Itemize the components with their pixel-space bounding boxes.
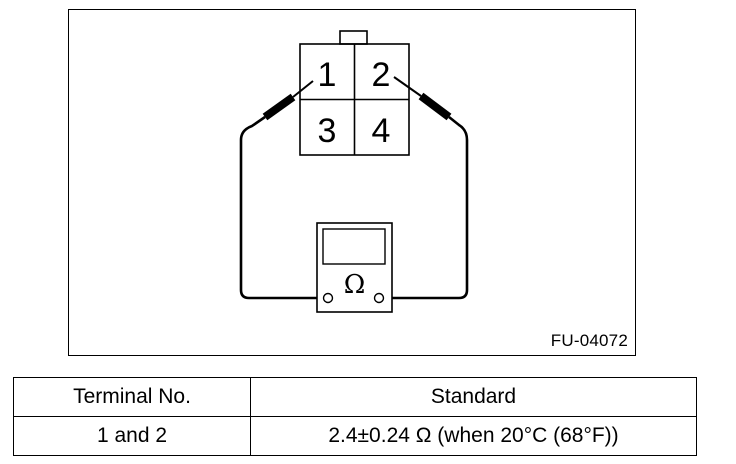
left-probe-tip (292, 80, 314, 98)
figure-code: FU-04072 (550, 331, 628, 350)
ohmmeter-display (322, 228, 386, 265)
left-probe-body (262, 93, 296, 121)
ohmmeter-connector-diagram: 1 2 3 4 Ω (239, 30, 469, 313)
resistance-spec-table: Terminal No. Standard 1 and 2 2.4±0.24 Ω… (13, 377, 697, 456)
ohmmeter: Ω (316, 222, 393, 313)
ohmmeter-left-jack (322, 292, 334, 304)
standard-header: Standard (250, 377, 697, 417)
terminal-3-label: 3 (318, 112, 337, 150)
terminal-2-label: 2 (372, 56, 391, 94)
diagram-frame: 1 2 3 4 Ω FU-04072 (68, 9, 636, 356)
terminal-4-label: 4 (372, 112, 391, 150)
table-header-row: Terminal No. Standard (13, 377, 697, 417)
terminal-no-header: Terminal No. (13, 377, 251, 417)
left-probe (239, 80, 322, 300)
right-probe-body (418, 92, 452, 121)
ohm-symbol: Ω (344, 270, 366, 300)
connector (299, 30, 410, 156)
standard-cell: 2.4±0.24 Ω (when 20°C (68°F)) (250, 416, 697, 456)
table-row: 1 and 2 2.4±0.24 Ω (when 20°C (68°F)) (13, 416, 697, 456)
right-probe-tip (393, 76, 422, 97)
ohmmeter-right-jack (373, 292, 385, 304)
connector-lock-tab (339, 30, 368, 45)
terminal-1-label: 1 (318, 56, 337, 94)
terminal-no-cell: 1 and 2 (13, 416, 251, 456)
right-probe-lead (384, 115, 469, 300)
right-probe (384, 76, 469, 300)
left-probe-lead (239, 115, 322, 300)
